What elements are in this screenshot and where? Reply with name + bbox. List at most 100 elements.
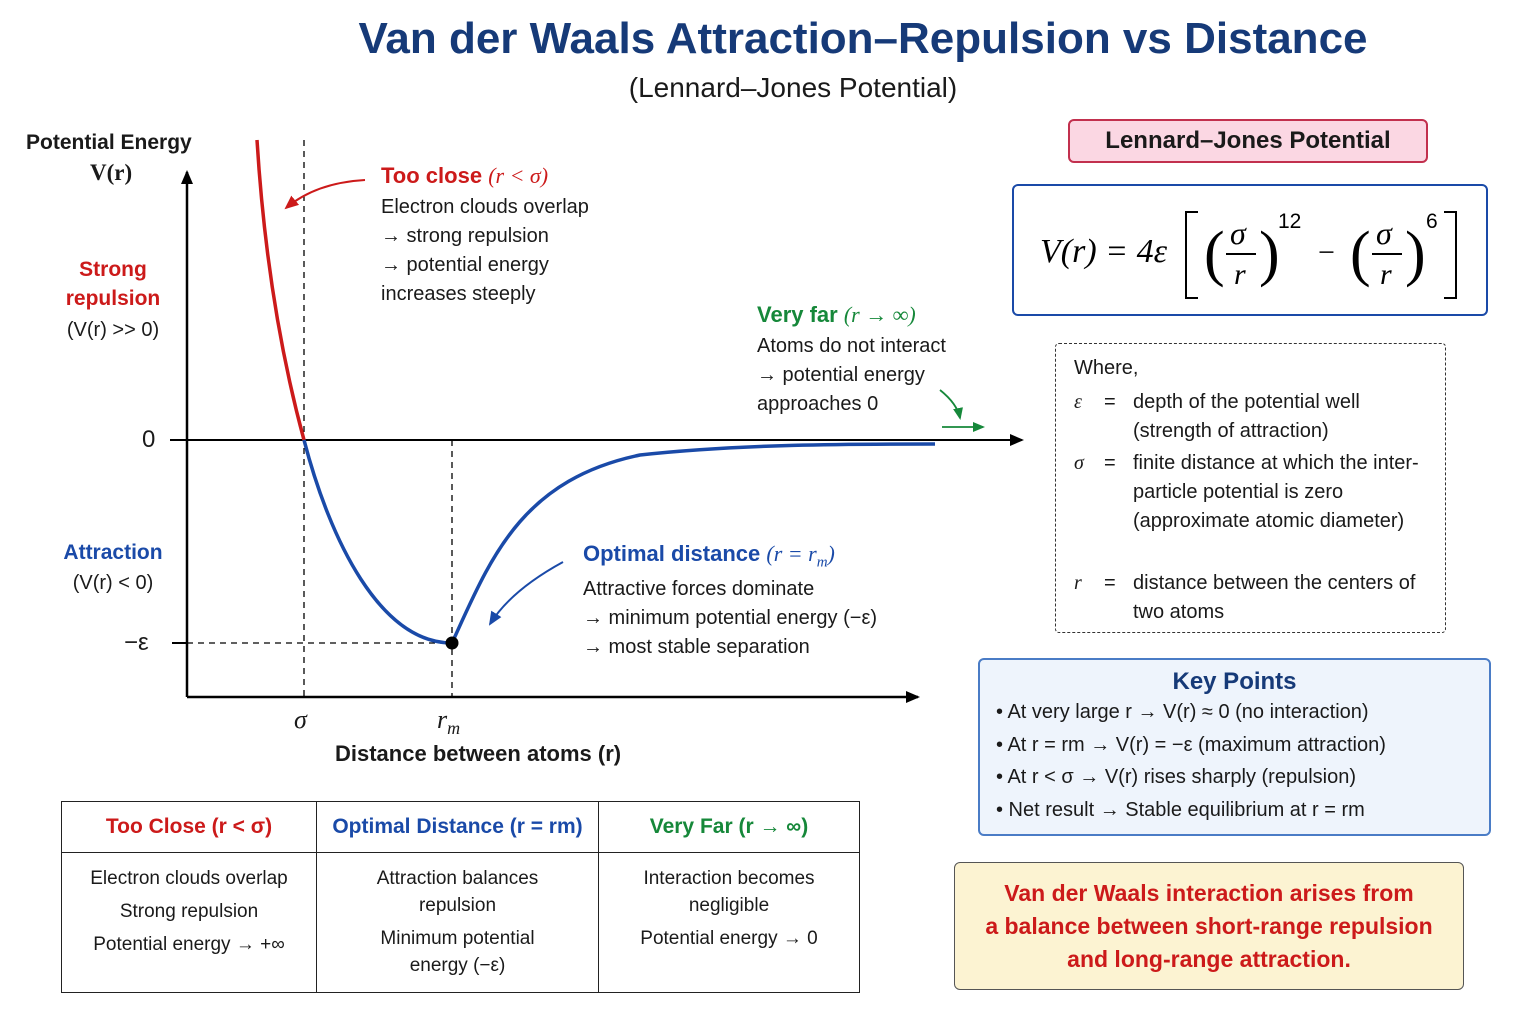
key-point: • At r < σ → V(r) rises sharply (repulsi…: [996, 766, 1356, 788]
rm-sub: m: [447, 718, 461, 739]
strong-repulsion-line1: Strong: [79, 258, 147, 281]
y-axis-label: Potential Energy: [26, 131, 192, 154]
fraction-sigma-2: σ: [1376, 215, 1393, 251]
minus-eps-label: −ε: [124, 629, 149, 656]
table-header: Optimal Distance (r = rm): [317, 802, 598, 853]
very-far-annotation: Very far (r → ∞) Atoms do not interact →…: [757, 302, 946, 419]
too-close-line: Electron clouds overlap: [381, 196, 589, 218]
very-far-title-text: Very far: [757, 302, 838, 327]
key-points-box: Key Points • At very large r → V(r) ≈ 0 …: [978, 658, 1491, 836]
table-header: Too Close (r < σ): [62, 802, 316, 853]
sigma-label: σ: [294, 705, 307, 734]
too-close-line: → strong repulsion: [381, 225, 549, 247]
too-close-line: → potential energy: [381, 254, 549, 276]
paren: (: [1204, 220, 1225, 288]
strong-repulsion-line2: repulsion: [65, 287, 161, 310]
y-axis-symbol-text: V(r): [90, 160, 133, 185]
formula-lhs: V(r) = 4ε: [1040, 233, 1168, 270]
conclusion-box: Van der Waals interaction arises from a …: [954, 862, 1464, 990]
rm-text: r: [437, 705, 448, 734]
minimum-point: [445, 636, 459, 650]
very-far-arrow: [939, 389, 963, 420]
paren: ): [1259, 220, 1280, 288]
very-far-line: approaches 0: [757, 393, 879, 415]
y-axis-label-symbol: V(r): [90, 160, 132, 186]
page-subtitle: (Lennard–Jones Potential): [628, 72, 958, 103]
lj-label: Lennard–Jones Potential: [1068, 119, 1428, 163]
where-definition: distance between the centers of two atom…: [1133, 572, 1416, 623]
too-close-cond: (r < σ): [488, 163, 549, 188]
very-far-title: Very far (r → ∞): [757, 302, 946, 328]
table-cell: Strong repulsion: [119, 901, 259, 922]
where-equals: =: [1104, 572, 1116, 594]
table-column-too-close: Too Close (r < σ) Electron clouds overla…: [62, 802, 317, 992]
table-column-very-far: Very Far (r → ∞) Interaction becomes neg…: [599, 802, 859, 992]
optimal-arrow: [488, 561, 564, 626]
table-body: Electron clouds overlap Strong repulsion…: [62, 853, 316, 958]
optimal-cond-sub: m: [816, 554, 828, 571]
fraction-r-2: r: [1380, 258, 1392, 291]
optimal-line: → most stable separation: [583, 636, 810, 659]
summary-table: Too Close (r < σ) Electron clouds overla…: [61, 801, 860, 993]
conclusion-line: Van der Waals interaction arises from: [1004, 880, 1414, 906]
table-cell: Attraction balances repulsion: [376, 868, 539, 916]
page-title: Van der Waals Attraction–Repulsion vs Di…: [358, 14, 1368, 63]
key-point: • At r = rm → V(r) = −ε (maximum attract…: [996, 734, 1386, 756]
zero-label: 0: [142, 426, 156, 453]
fraction-r-1: r: [1234, 258, 1246, 291]
where-definition: depth of the potential well (strength of…: [1133, 391, 1360, 442]
optimal-line: → minimum potential energy (−ε): [583, 607, 878, 630]
key-point: • Net result → Stable equilibrium at r =…: [996, 799, 1365, 821]
table-cell: Interaction becomes negligible: [643, 868, 815, 916]
optimal-title: Optimal distance (r = rm): [583, 541, 877, 571]
table-cell: Potential energy → +∞: [93, 934, 285, 955]
very-far-line: → potential energy: [757, 364, 925, 386]
left-bracket: [1185, 211, 1198, 299]
optimal-cond-end: ): [827, 541, 835, 566]
table-column-optimal: Optimal Distance (r = rm) Attraction bal…: [317, 802, 599, 992]
formula-minus: −: [1318, 236, 1335, 269]
optimal-line: Attractive forces dominate: [583, 578, 815, 601]
table-cell: Potential energy → 0: [640, 928, 818, 949]
strong-repulsion-condition: (V(r) >> 0): [66, 319, 160, 341]
too-close-annotation: Too close (r < σ) Electron clouds overla…: [381, 163, 589, 309]
attraction-curve: [302, 439, 936, 645]
exponent-6: 6: [1426, 210, 1438, 233]
attraction-condition: (V(r) < 0): [72, 572, 154, 594]
fraction-sigma-1: σ: [1230, 215, 1247, 251]
table-cell: Electron clouds overlap: [90, 868, 288, 889]
formula-svg: V(r) = 4ε ( σ r ) 12 − ( σ r ) 6: [1040, 210, 1457, 299]
where-box: Where, ε = depth of the potential well (…: [1055, 343, 1446, 633]
attraction-label: Attraction: [63, 541, 163, 564]
potential-graph: [170, 139, 1024, 703]
table-body: Interaction becomes negligible Potential…: [599, 853, 859, 952]
paren: (: [1350, 220, 1371, 288]
rm-label: rm: [437, 705, 460, 739]
where-symbol: r: [1074, 572, 1082, 594]
table-body: Attraction balances repulsion Minimum po…: [317, 853, 598, 979]
conclusion-line: a balance between short-range repulsion: [985, 913, 1433, 939]
right-bracket: [1444, 211, 1457, 299]
optimal-annotation: Optimal distance (r = rm) Attractive for…: [583, 541, 877, 662]
too-close-title: Too close (r < σ): [381, 163, 589, 189]
very-far-line: Atoms do not interact: [757, 335, 946, 357]
where-symbol: σ: [1074, 452, 1084, 474]
where-equals: =: [1104, 391, 1116, 413]
too-close-arrow: [284, 179, 366, 210]
where-definition: finite distance at which the inter-parti…: [1133, 452, 1419, 532]
x-axis-label: Distance between atoms (r): [335, 741, 622, 766]
table-header: Very Far (r → ∞): [599, 802, 859, 853]
strong-repulsion-label: Strong repulsion: [48, 255, 178, 313]
formula-box: V(r) = 4ε ( σ r ) 12 − ( σ r ) 6: [1012, 184, 1488, 316]
where-equals: =: [1104, 452, 1116, 474]
where-symbol: ε: [1074, 391, 1082, 413]
paren: ): [1405, 220, 1426, 288]
key-points-title: Key Points: [1172, 668, 1297, 695]
too-close-title-text: Too close: [381, 163, 483, 188]
too-close-line: increases steeply: [381, 283, 536, 305]
key-point: • At very large r → V(r) ≈ 0 (no interac…: [996, 701, 1369, 723]
repulsion-curve: [255, 139, 306, 441]
table-cell: Minimum potential energy (−ε): [380, 928, 535, 976]
optimal-cond: (r = r: [766, 541, 817, 566]
optimal-title-text: Optimal distance: [583, 541, 761, 566]
